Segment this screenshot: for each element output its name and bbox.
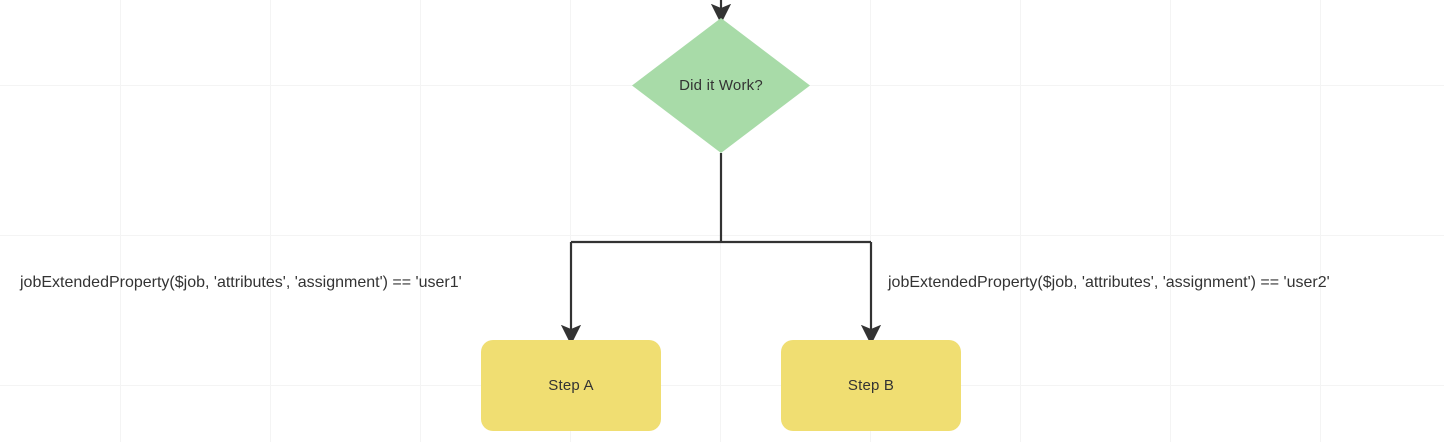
process-node-label: Step B bbox=[847, 377, 895, 394]
process-node-step-b[interactable]: Step B bbox=[781, 340, 961, 431]
process-node-label: Step A bbox=[548, 377, 594, 394]
decision-node-did-it-work[interactable] bbox=[632, 18, 810, 153]
edge-label-user1: jobExtendedProperty($job, 'attributes', … bbox=[20, 274, 462, 291]
process-node-step-a[interactable]: Step A bbox=[481, 340, 661, 431]
edge-decision-to-branches bbox=[571, 153, 871, 244]
edge-label-user2: jobExtendedProperty($job, 'attributes', … bbox=[888, 274, 1330, 291]
diamond-shape bbox=[632, 18, 810, 153]
